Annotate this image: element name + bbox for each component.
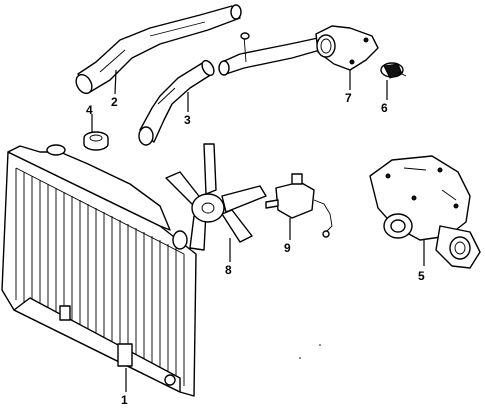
water-pump xyxy=(369,155,481,269)
callout-5: 5 xyxy=(418,269,425,283)
fan-blade xyxy=(165,143,267,251)
radiator xyxy=(1,144,197,397)
callout-8: 8 xyxy=(225,263,232,277)
callout-7: 7 xyxy=(345,91,352,105)
lower-radiator-hose xyxy=(138,59,215,146)
upper-radiator-hose xyxy=(75,4,242,95)
callout-9: 9 xyxy=(284,241,291,255)
callout-3: 3 xyxy=(184,113,191,127)
radiator-cap xyxy=(83,131,109,151)
speck-1 xyxy=(319,344,321,346)
callout-6: 6 xyxy=(381,101,388,115)
water-outlet-housing xyxy=(218,25,379,76)
callout-2-leader xyxy=(114,69,117,95)
callout-1: 1 xyxy=(121,393,128,407)
radiator-fins xyxy=(23,172,177,378)
callout-2: 2 xyxy=(111,95,118,109)
callout-4: 4 xyxy=(86,103,93,117)
speck-2 xyxy=(299,357,301,359)
thermostat xyxy=(380,62,407,79)
fan-clutch-sensor xyxy=(265,173,333,238)
